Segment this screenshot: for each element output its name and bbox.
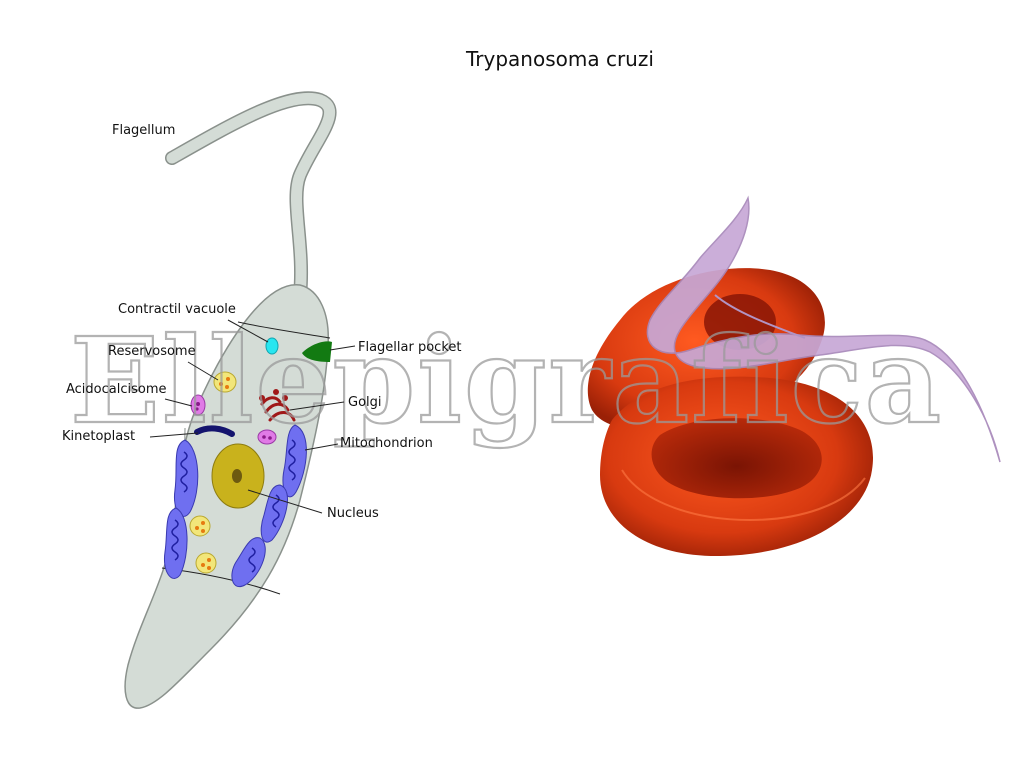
red-blood-cells [587, 195, 1001, 557]
diagram-title: Trypanosoma cruzi [465, 47, 654, 71]
golgi [259, 389, 296, 422]
kinetoplast [194, 425, 235, 437]
mitochondrion [163, 424, 307, 588]
reservosome [189, 371, 237, 574]
label-contractile-vacuole: Contractil vacuole [118, 302, 236, 317]
epimastigote-cell [124, 91, 337, 709]
label-flagellum: Flagellum [112, 123, 175, 138]
label-mitochondrion: Mitochondrion [340, 436, 433, 451]
label-reservosome: Reservosome [108, 344, 196, 359]
trypomastigote [646, 195, 1001, 463]
contractile-vacuole [265, 337, 279, 355]
flagellar-pocket [302, 341, 332, 362]
label-flagellar-pocket: Flagellar pocket [358, 340, 462, 355]
label-nucleus: Nucleus [327, 506, 379, 521]
label-kinetoplast: Kinetoplast [62, 429, 135, 444]
watermark-logo: Ellepigrafica [70, 311, 943, 450]
labels: Flagellum Contractil vacuole Reservosome… [62, 123, 462, 521]
label-golgi: Golgi [348, 395, 382, 410]
nucleus [211, 443, 265, 509]
acidocalcisome [190, 394, 277, 445]
label-acidocalcisome: Acidocalcisome [66, 382, 167, 397]
